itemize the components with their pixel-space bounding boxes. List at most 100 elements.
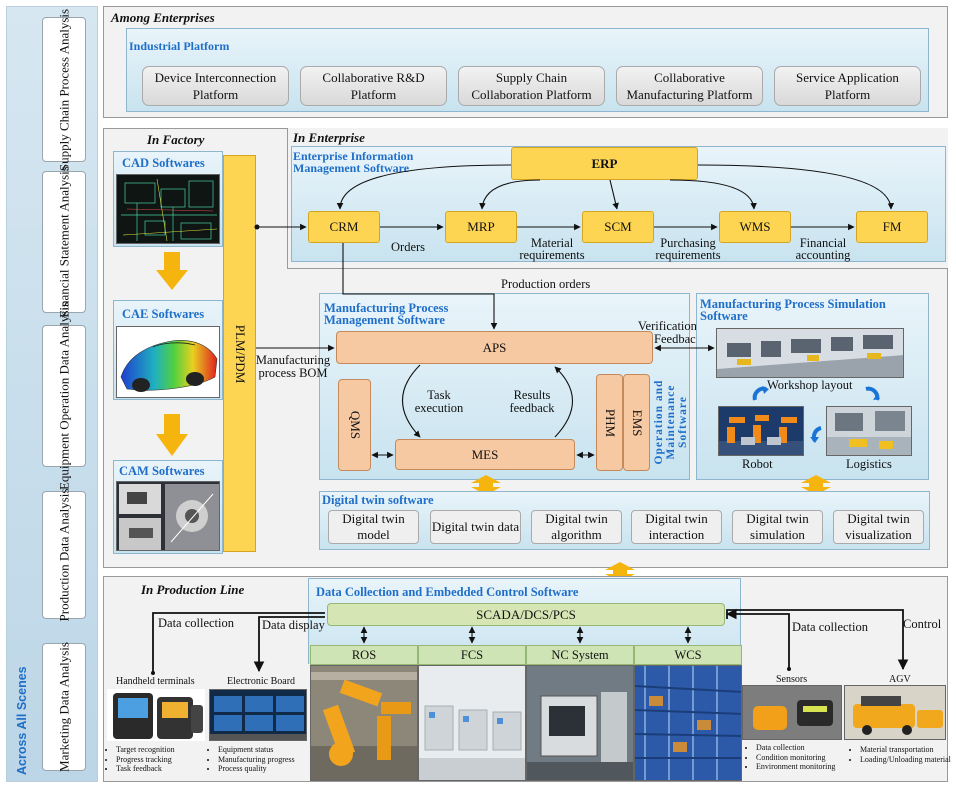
digital-twin-visualization[interactable]: Digital twin visualization	[833, 510, 924, 544]
electronic-board-image	[209, 689, 307, 741]
left-analysis-column: Supply Chain Process Analysis Financial …	[6, 6, 98, 782]
digital-twin-model[interactable]: Digital twin model	[328, 510, 419, 544]
digital-twin-interaction[interactable]: Digital twin interaction	[631, 510, 722, 544]
in-factory-title: In Factory	[147, 132, 205, 147]
crm-box[interactable]: CRM	[308, 211, 380, 243]
digital-twin-simulation[interactable]: Digital twin simulation	[732, 510, 823, 544]
data-collection-left-label: Data collection	[158, 616, 235, 630]
ros-header[interactable]: ROS	[310, 645, 418, 665]
qms-box[interactable]: QMS	[338, 379, 371, 471]
robot-image	[718, 406, 804, 456]
flow-label-material: Material requirements	[519, 236, 585, 262]
wms-box[interactable]: WMS	[719, 211, 791, 243]
phm-box[interactable]: PHM	[596, 374, 623, 471]
bullet-item: Equipment status	[218, 745, 295, 755]
flow-label-financial: Financial accounting	[795, 236, 851, 262]
sensors-image	[742, 685, 842, 740]
wcs-image	[634, 665, 742, 781]
cam-image	[116, 481, 220, 551]
sidebar-item-marketing[interactable]: Marketing Data Analysis	[42, 642, 86, 772]
agv-image	[844, 685, 946, 740]
sidebar-item-label: Marketing Data Analysis	[56, 642, 72, 772]
logistics-label: Logistics	[846, 457, 892, 471]
production-line-title: In Production Line	[141, 582, 245, 597]
bullet-item: Data collection	[756, 743, 835, 753]
agv-bullets: Material transportation Loading/Unloadin…	[850, 745, 951, 764]
bullet-item: Loading/Unloading material	[860, 755, 951, 765]
phm-label: PHM	[602, 408, 618, 437]
sidebar-item-label: Supply Chain Process Analysis	[56, 8, 72, 171]
simulation-title: Manufacturing Process Simulation Softwar…	[700, 297, 886, 323]
workshop-layout-label: Workshop layout	[767, 378, 853, 392]
mrp-box[interactable]: MRP	[445, 211, 517, 243]
task-execution-label: Task execution	[414, 388, 464, 415]
bullet-item: Condition monitoring	[756, 753, 835, 763]
cam-title: CAM Softwares	[119, 464, 205, 478]
platform-device-interconnection[interactable]: Device Interconnection Platform	[142, 66, 289, 106]
aps-box[interactable]: APS	[336, 331, 653, 364]
ros-image	[310, 665, 418, 781]
agv-label: AGV	[889, 674, 911, 685]
double-arrow-icon	[801, 475, 831, 495]
mes-box[interactable]: MES	[395, 439, 575, 470]
fcs-image	[418, 665, 526, 781]
wcs-header[interactable]: WCS	[634, 645, 742, 665]
sidebar-item-label: Financial Statement Analysis	[56, 166, 72, 318]
sidebar-item-supply-chain[interactable]: Supply Chain Process Analysis	[42, 8, 86, 171]
ems-box[interactable]: EMS	[623, 374, 650, 471]
erp-box[interactable]: ERP	[511, 147, 698, 180]
data-collection-right-label: Data collection	[792, 620, 869, 634]
workshop-layout-image	[716, 328, 904, 378]
nc-system-image	[526, 665, 634, 781]
digital-twin-panel	[319, 491, 930, 550]
sensors-label: Sensors	[776, 674, 808, 685]
across-all-scenes-label: Across All Scenes	[15, 666, 29, 775]
handheld-bullets: Target recognition Progress tracking Tas…	[106, 745, 175, 774]
om-software-label: Operation and Maintenance Software	[653, 379, 689, 465]
industrial-platform-title: Industrial Platform	[129, 39, 230, 53]
sidebar-item-financial[interactable]: Financial Statement Analysis	[42, 166, 86, 318]
sidebar-item-equipment[interactable]: Equipment Operation Data Analysis	[42, 302, 86, 490]
down-arrow-icon	[156, 252, 188, 290]
digital-twin-algorithm[interactable]: Digital twin algorithm	[531, 510, 622, 544]
manufacturing-bom-label: Manufacturing process BOM	[255, 353, 331, 380]
robot-label: Robot	[742, 457, 773, 471]
cae-title: CAE Softwares	[122, 307, 205, 321]
flow-label-purchasing: Purchasing requirements	[655, 236, 721, 262]
bullet-item: Target recognition	[116, 745, 175, 755]
fcs-header[interactable]: FCS	[418, 645, 526, 665]
cae-image	[116, 326, 220, 398]
scada-box[interactable]: SCADA/DCS/PCS	[327, 603, 725, 626]
plm-pdm-label: PLM/PDM	[232, 324, 248, 383]
double-arrow-icon	[471, 475, 501, 495]
bullet-item: Process quality	[218, 764, 295, 774]
fm-box[interactable]: FM	[856, 211, 928, 243]
digital-twin-title: Digital twin software	[322, 493, 434, 507]
mpm-title: Manufacturing Process Management Softwar…	[324, 301, 449, 327]
bullet-item: Material transportation	[860, 745, 951, 755]
platform-collaborative-rd[interactable]: Collaborative R&D Platform	[300, 66, 447, 106]
platform-service-application[interactable]: Service Application Platform	[774, 66, 921, 106]
sensors-bullets: Data collection Condition monitoring Env…	[746, 743, 835, 772]
control-label: Control	[903, 617, 942, 631]
data-collection-title: Data Collection and Embedded Control Sof…	[316, 585, 579, 599]
electronic-board-bullets: Equipment status Manufacturing progress …	[208, 745, 295, 774]
bullet-item: Progress tracking	[116, 755, 175, 765]
bullet-item: Environment monitoring	[756, 762, 835, 772]
plm-pdm-bar[interactable]: PLM/PDM	[223, 155, 256, 552]
sidebar-item-production[interactable]: Production Data Analysis	[42, 488, 86, 622]
handheld-terminals-label: Handheld terminals	[116, 676, 195, 687]
sidebar-item-label: Equipment Operation Data Analysis	[56, 301, 72, 491]
logistics-image	[826, 406, 912, 456]
nc-system-header[interactable]: NC System	[526, 645, 634, 665]
platform-collaborative-manufacturing[interactable]: Collaborative Manufacturing Platform	[616, 66, 763, 106]
platform-supply-chain[interactable]: Supply Chain Collaboration Platform	[458, 66, 605, 106]
production-orders-label: Production orders	[501, 277, 591, 291]
down-arrow-icon	[156, 414, 188, 456]
digital-twin-data[interactable]: Digital twin data	[430, 510, 521, 544]
scm-box[interactable]: SCM	[582, 211, 654, 243]
sidebar-item-label: Production Data Analysis	[56, 488, 72, 622]
curved-arrow-icon	[752, 386, 769, 401]
bullet-item: Manufacturing progress	[218, 755, 295, 765]
data-display-label: Data display	[262, 618, 325, 632]
